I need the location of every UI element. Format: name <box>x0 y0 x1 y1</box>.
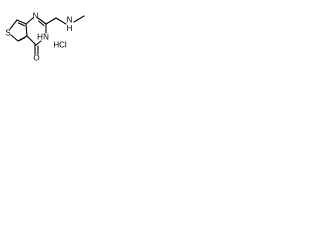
atom-nh-ring-n: N <box>43 33 49 42</box>
bond-c3a-n-top <box>25 17 34 25</box>
salt-label: HCl <box>53 41 67 50</box>
bond-nh-c4 <box>35 40 42 46</box>
bond-c4-c3a <box>25 23 28 37</box>
bond-ch2-nh <box>55 17 67 25</box>
structure-diagram: S N N H N H O HCl <box>5 12 85 63</box>
bond-c3a-c7a-double <box>18 36 26 42</box>
bond-c5-c4 <box>16 19 27 25</box>
thiophene-ring <box>9 19 28 42</box>
bond-c5-c4-double <box>17 22 26 27</box>
bond-ntop-c2-double <box>37 20 45 27</box>
pyrimidinone-ring <box>25 17 47 55</box>
bond-s-c5 <box>9 19 18 30</box>
atom-sulfur: S <box>5 29 10 38</box>
bond-c4-c7a <box>26 35 37 46</box>
bond-ntop-c2 <box>37 17 47 25</box>
bond-nh-ch3 <box>73 15 85 23</box>
methylaminomethyl-chain <box>45 15 85 25</box>
atom-nitrogen-top: N <box>33 12 39 21</box>
atom-oxygen: O <box>33 54 39 63</box>
atom-nh-ring-h: H <box>37 33 43 42</box>
atom-nh-chain-h: H <box>67 24 73 33</box>
bond-c7a-s <box>10 34 19 42</box>
bond-c2-ch2 <box>45 17 57 25</box>
atom-nh-chain-n: N <box>67 16 73 25</box>
